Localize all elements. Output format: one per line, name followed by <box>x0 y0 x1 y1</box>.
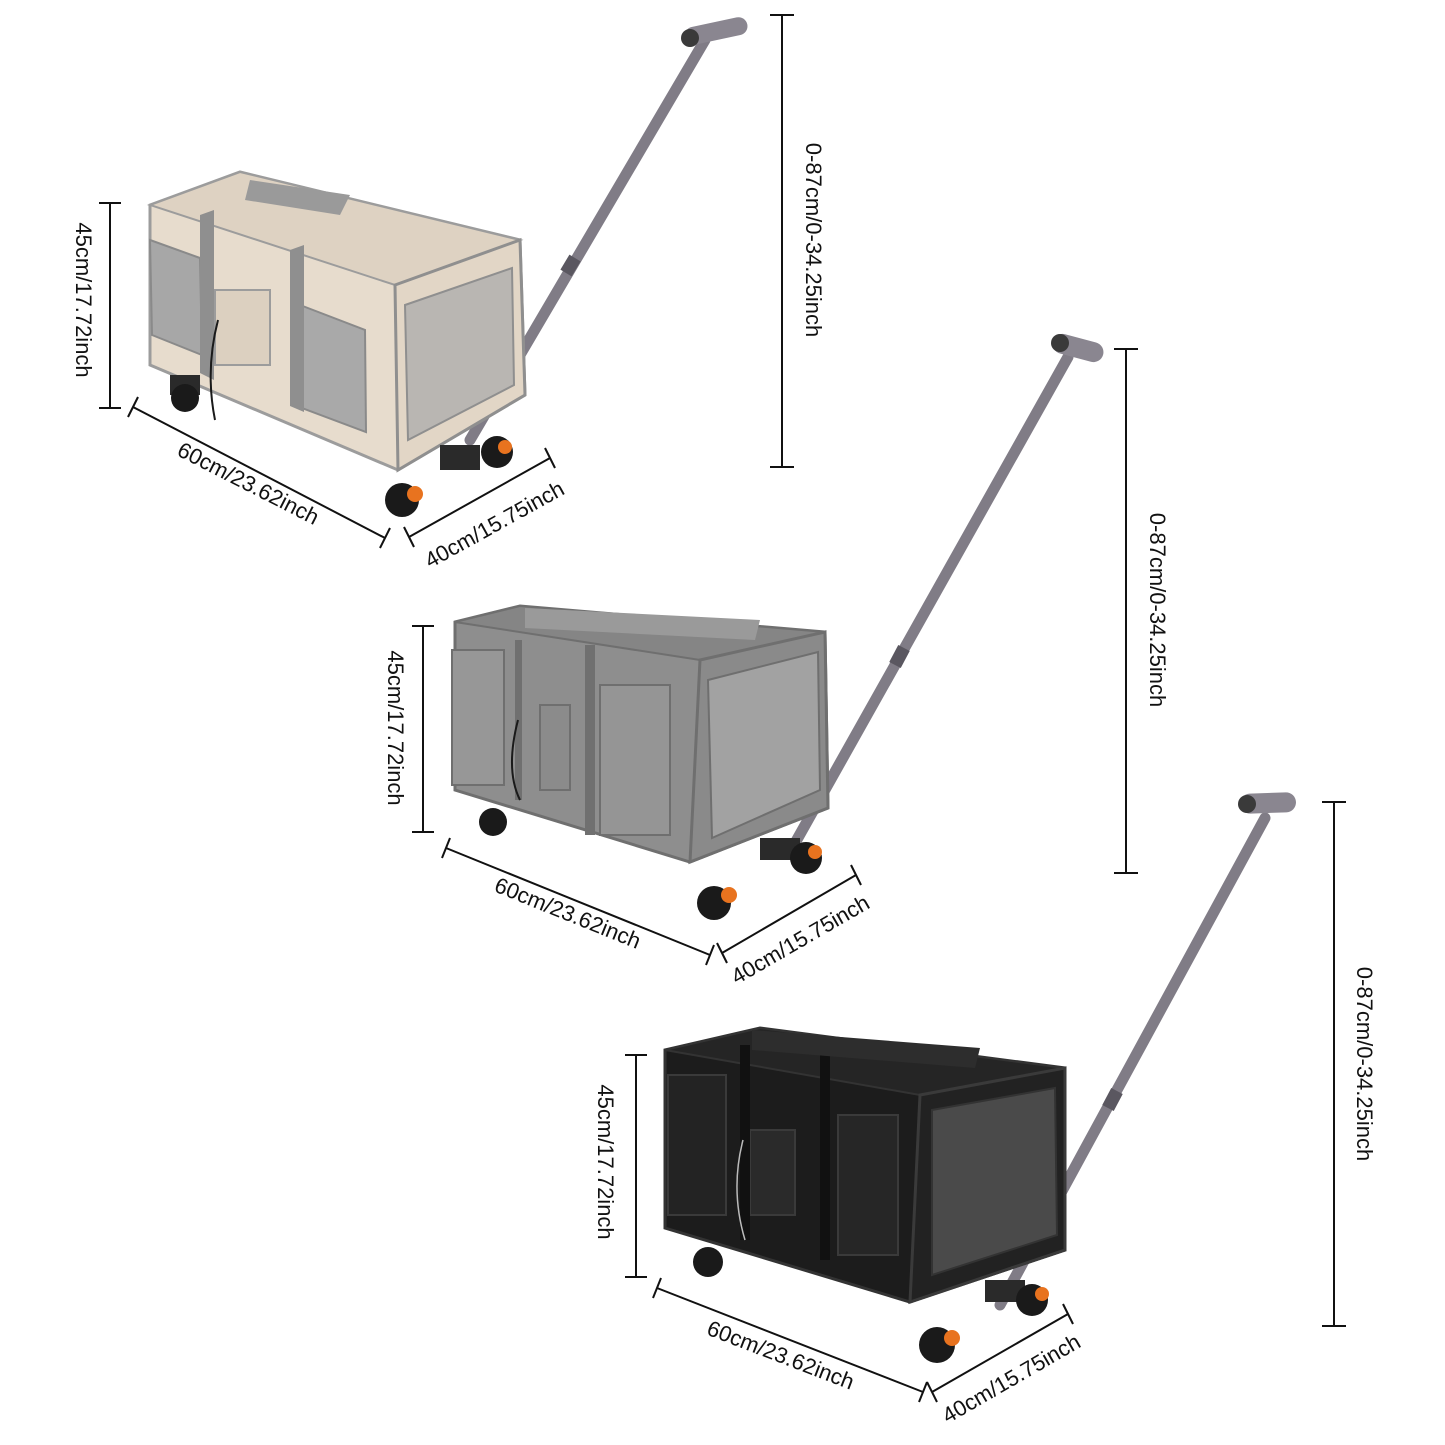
side-pocket <box>214 289 271 366</box>
length-label: 60cm/23.62inch <box>174 437 324 530</box>
dimensions-black <box>625 801 1346 1403</box>
handle-height-label: 0-87cm/0-34.25inch <box>801 143 826 337</box>
height-label: 45cm/17.72inch <box>71 222 96 377</box>
mesh-window <box>706 650 822 840</box>
carrier-grey <box>451 333 1104 920</box>
height-label: 45cm/17.72inch <box>383 650 408 805</box>
handle-height-label: 0-87cm/0-34.25inch <box>1145 513 1170 707</box>
wheels <box>479 808 822 920</box>
wheels <box>693 1247 1049 1363</box>
width-label: 40cm/15.75inch <box>727 890 874 989</box>
mesh-window <box>931 1086 1059 1277</box>
telescopic-handle <box>784 333 1104 858</box>
mesh-window <box>148 238 204 357</box>
dimensions-grey <box>412 348 1138 966</box>
length-label: 60cm/23.62inch <box>491 872 644 953</box>
carrier-black <box>663 792 1296 1363</box>
bag-body <box>451 604 830 865</box>
wheels <box>170 375 513 517</box>
width-label: 40cm/15.75inch <box>938 1329 1085 1428</box>
handle-height-label: 0-87cm/0-34.25inch <box>1352 967 1377 1161</box>
side-pocket <box>667 1074 727 1216</box>
side-pocket <box>451 649 505 786</box>
carrier-beige <box>146 17 748 517</box>
length-label: 60cm/23.62inch <box>704 1315 858 1394</box>
width-label: 40cm/15.75inch <box>420 476 568 573</box>
mesh-window <box>403 266 516 442</box>
height-label: 45cm/17.72inch <box>593 1084 618 1239</box>
bag-body <box>146 170 527 473</box>
dimensions-beige <box>99 14 794 549</box>
bag-body <box>663 1026 1067 1305</box>
